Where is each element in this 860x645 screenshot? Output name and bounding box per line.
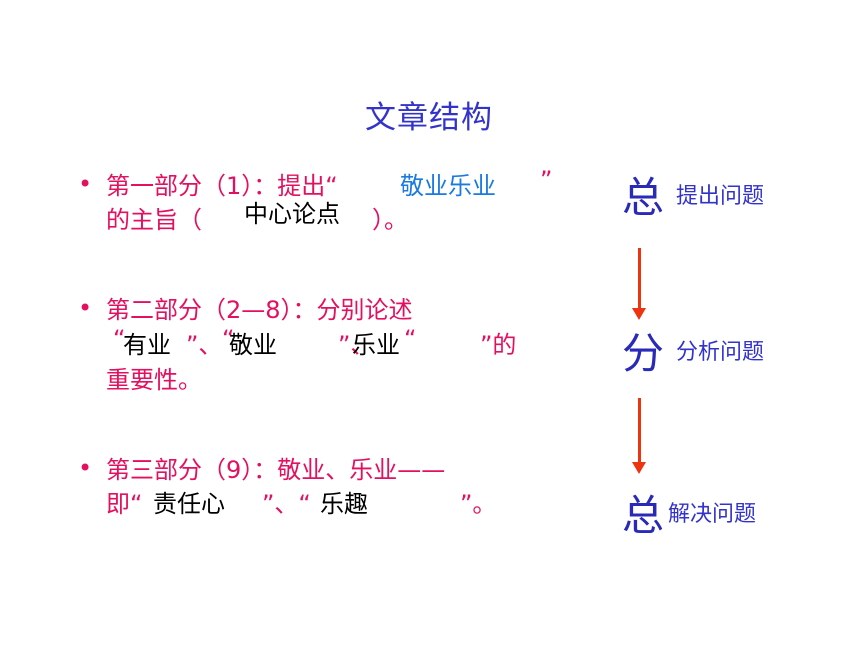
section-3-fill-responsibility: 责任心 [153,490,225,518]
section-2-fill-leye: 乐业 [352,331,400,359]
section-1-line-2-suffix: ）。 [372,206,408,234]
section-2-line-3: 重要性。 [106,366,202,394]
section-3-line-2-suffix: ”。 [460,490,497,518]
bullet-1: • [78,170,93,198]
structure-total-2: 总 [622,491,665,540]
section-2-quote-1-open: “ [113,325,126,353]
section-3-fill-interest: 乐趣 [320,490,368,518]
section-3-line-1: 第三部分（9）：敬业、乐业—— [106,456,446,484]
section-2-quote-3-close: ”的 [480,331,517,359]
section-2-quote-2-close: ”、 [338,331,375,359]
section-2-quote-2-open: “ [222,325,235,353]
section-2-fill-youye: 有业 [123,331,171,359]
section-2-quote-3-open: “ [404,325,417,353]
bullet-2: • [78,294,93,322]
section-1-line-2-prefix: 的主旨（ [106,206,202,234]
section-2-line-1: 第二部分（2—8）：分别论述 [106,296,413,324]
section-3-middle-quotes: ”、“ [262,490,311,518]
bullet-3: • [78,454,93,482]
section-2-quote-1-close: ”、 [186,331,223,359]
down-arrow-2 [632,398,646,474]
section-1-fill-topic: 敬业乐业 [400,172,496,200]
section-1-line-1: 第一部分（1）：提出“ [106,172,338,200]
structure-total-1: 总 [622,173,665,222]
down-arrow-1 [632,248,646,320]
section-1-quote-close: ” [540,166,553,194]
structure-label-propose: 提出问题 [676,184,765,209]
section-3-line-2-prefix: 即“ [106,490,143,518]
structure-label-solve: 解决问题 [668,502,757,527]
section-2-fill-jingye: 敬业 [229,331,277,359]
structure-label-analyze: 分析问题 [676,340,765,365]
section-1-fill-thesis: 中心论点 [244,200,340,228]
page-title: 文章结构 [365,100,493,136]
structure-part: 分 [622,329,665,378]
